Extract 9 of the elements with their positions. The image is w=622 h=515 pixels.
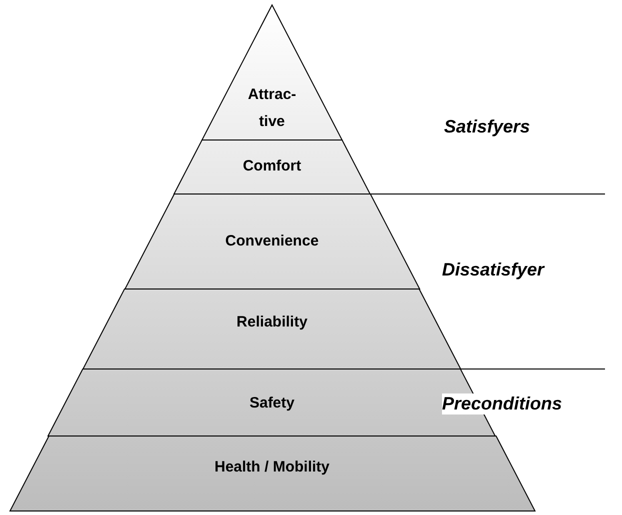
level-label: Preconditions (442, 394, 562, 414)
level-label: Satisfyers (444, 116, 530, 138)
layer-label: Comfort (242, 156, 302, 176)
level-label: Dissatisfyer (442, 260, 544, 280)
layer-label: Convenience (225, 232, 319, 252)
layer-label: Reliability (236, 312, 308, 332)
layer-label: Safety (249, 394, 294, 414)
layer-label: Attrac- tive (246, 85, 298, 132)
layer-label: Health / Mobility (214, 458, 330, 478)
